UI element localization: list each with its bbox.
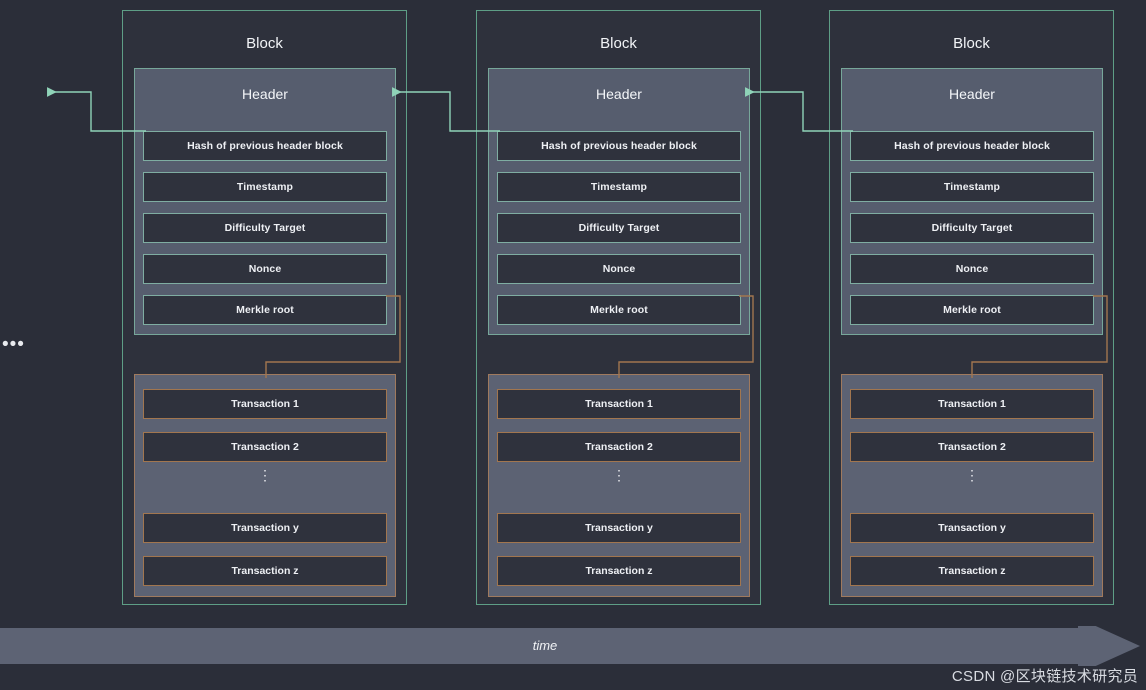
csdn-watermark: CSDN @区块链技术研究员 <box>951 668 1138 685</box>
field-nonce: Nonce <box>850 254 1094 284</box>
transaction-row: Transaction y <box>497 513 741 543</box>
transaction-row: Transaction 1 <box>850 389 1094 419</box>
transactions-ellipsis: ⋮ <box>612 467 626 483</box>
header-title: Header <box>242 86 288 102</box>
transactions-ellipsis: ⋮ <box>965 467 979 483</box>
block-1-header: Header Hash of previous header block Tim… <box>134 68 396 335</box>
transaction-row: Transaction z <box>850 556 1094 586</box>
transaction-row: Transaction z <box>143 556 387 586</box>
field-difficulty-target: Difficulty Target <box>850 213 1094 243</box>
field-timestamp: Timestamp <box>143 172 387 202</box>
block-3: Block Header Hash of previous header blo… <box>829 10 1114 605</box>
transaction-row: Transaction z <box>497 556 741 586</box>
field-merkle-root: Merkle root <box>497 295 741 325</box>
field-merkle-root: Merkle root <box>850 295 1094 325</box>
transaction-row: Transaction 2 <box>850 432 1094 462</box>
field-difficulty-target: Difficulty Target <box>497 213 741 243</box>
block-title: Block <box>953 35 990 52</box>
block-1: Block Header Hash of previous header blo… <box>122 10 407 605</box>
field-timestamp: Timestamp <box>497 172 741 202</box>
block-3-transactions: Transaction 1 Transaction 2 ⋮ Transactio… <box>841 374 1103 597</box>
field-timestamp: Timestamp <box>850 172 1094 202</box>
header-title: Header <box>949 86 995 102</box>
block-1-transactions: Transaction 1 Transaction 2 ⋮ Transactio… <box>134 374 396 597</box>
block-title: Block <box>600 35 637 52</box>
chain-continues-ellipsis: ••• <box>2 334 25 355</box>
field-nonce: Nonce <box>143 254 387 284</box>
block-2-transactions: Transaction 1 Transaction 2 ⋮ Transactio… <box>488 374 750 597</box>
block-2: Block Header Hash of previous header blo… <box>476 10 761 605</box>
transaction-row: Transaction y <box>143 513 387 543</box>
field-nonce: Nonce <box>497 254 741 284</box>
field-difficulty-target: Difficulty Target <box>143 213 387 243</box>
transaction-row: Transaction 2 <box>497 432 741 462</box>
transaction-row: Transaction 1 <box>497 389 741 419</box>
transaction-row: Transaction 1 <box>143 389 387 419</box>
block-2-header: Header Hash of previous header block Tim… <box>488 68 750 335</box>
field-merkle-root: Merkle root <box>143 295 387 325</box>
header-title: Header <box>596 86 642 102</box>
transactions-ellipsis: ⋮ <box>258 467 272 483</box>
block-3-header: Header Hash of previous header block Tim… <box>841 68 1103 335</box>
transaction-row: Transaction y <box>850 513 1094 543</box>
transaction-row: Transaction 2 <box>143 432 387 462</box>
block-title: Block <box>246 35 283 52</box>
field-hash-of-previous-header-block: Hash of previous header block <box>850 131 1094 161</box>
time-axis-arrow <box>0 626 1140 666</box>
field-hash-of-previous-header-block: Hash of previous header block <box>143 131 387 161</box>
time-axis-label: time <box>532 638 558 653</box>
field-hash-of-previous-header-block: Hash of previous header block <box>497 131 741 161</box>
